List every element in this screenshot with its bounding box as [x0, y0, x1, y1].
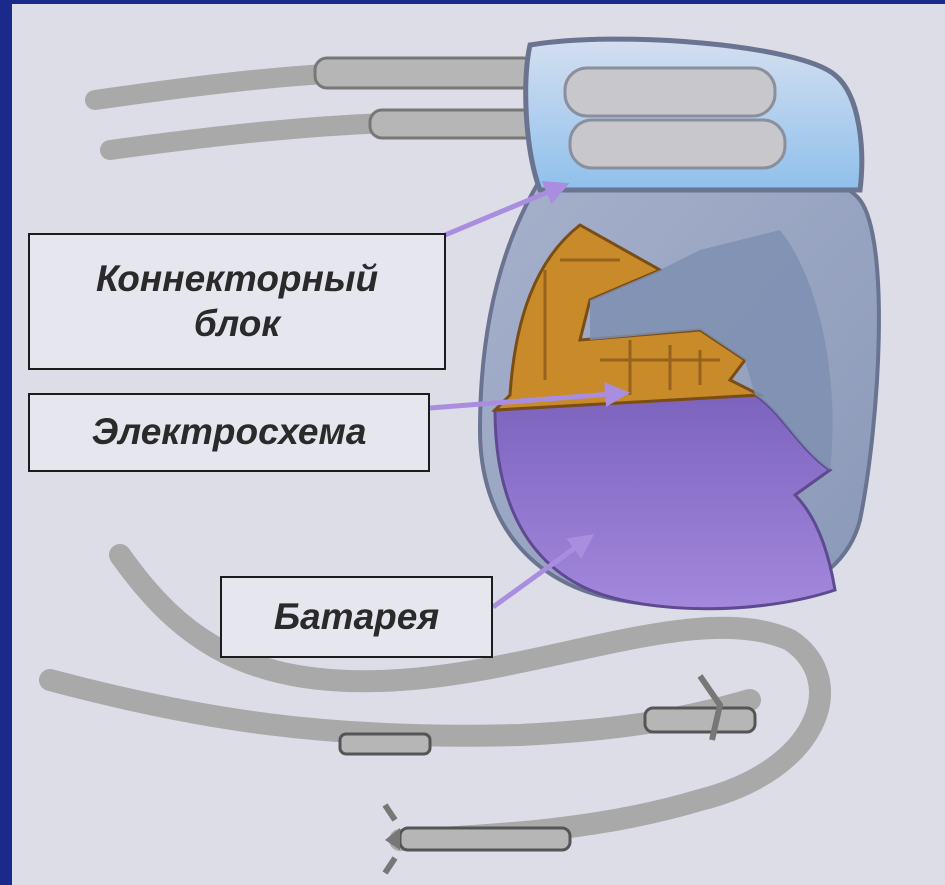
connector-block-label: Коннекторный блок — [28, 233, 446, 370]
circuit-label-text: Электросхема — [92, 410, 367, 454]
circuit-label: Электросхема — [28, 393, 430, 472]
connector-label-line1: Коннекторный — [96, 257, 378, 301]
connector-label-line2: блок — [96, 302, 378, 346]
pacemaker-body — [480, 39, 879, 609]
battery-label: Батарея — [220, 576, 493, 658]
battery-label-text: Батарея — [274, 595, 439, 639]
